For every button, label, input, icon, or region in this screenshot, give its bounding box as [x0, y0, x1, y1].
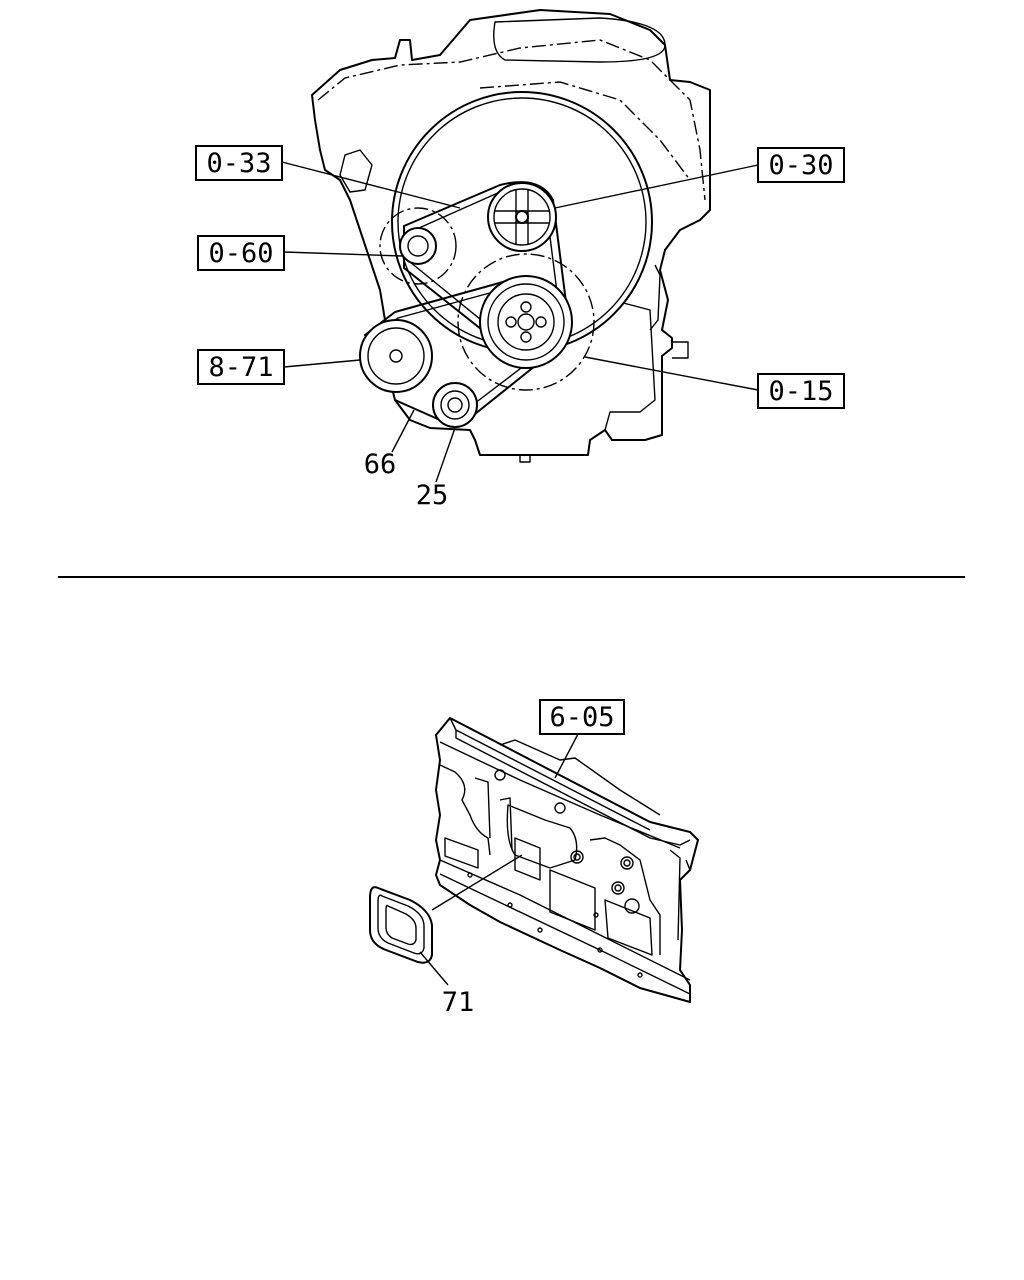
callout-label: 0-15	[768, 376, 833, 407]
panel-recess	[444, 837, 479, 869]
grommet-seal-core	[385, 904, 417, 946]
panel-rivet	[637, 972, 643, 978]
crank-bolt	[505, 316, 517, 328]
panel-top-flange	[449, 717, 691, 846]
engine-hidden-edge-2	[479, 81, 691, 181]
alternator-pulley-rim	[367, 327, 425, 385]
fan-pulley-center	[515, 210, 529, 224]
callout-0-15[interactable]: 0-15	[757, 373, 845, 409]
crank-pulley-rim	[487, 283, 565, 361]
crank-bolt	[520, 331, 532, 343]
engine-bracket	[649, 264, 661, 331]
panel-right-edge	[669, 849, 691, 941]
alternator-pulley	[359, 319, 433, 393]
engine-view: 0-33 0-30 0-60 8-71 0-15 66 25	[195, 9, 845, 511]
crank-pulley	[479, 275, 573, 369]
callout-label: 0-60	[208, 238, 273, 269]
callout-label: 8-71	[208, 352, 273, 383]
crank-bolt	[535, 316, 547, 328]
panel-upper-window	[506, 804, 578, 869]
panel-hole	[494, 769, 506, 781]
panel-boss	[624, 898, 640, 914]
crank-pulley-hub	[497, 293, 555, 351]
panel-outline	[435, 717, 699, 1003]
tension-pulley-center	[447, 397, 463, 413]
panel-rivet	[467, 872, 473, 878]
grommet-seal-inner	[377, 894, 425, 955]
panel-pillar	[474, 777, 513, 851]
part-number-25[interactable]: 25	[416, 480, 449, 511]
callout-label: 6-05	[549, 702, 614, 733]
oil-pan-stub	[519, 455, 531, 463]
callout-6-05[interactable]: 6-05	[539, 699, 625, 735]
callout-0-33[interactable]: 0-33	[195, 145, 283, 181]
panel-rivet	[507, 902, 513, 908]
part-number-71[interactable]: 71	[442, 987, 475, 1018]
panel-nut-center	[614, 884, 622, 892]
panel-view: 6-05 71	[369, 699, 699, 1018]
engine-hidden-edge	[317, 39, 706, 201]
callout-label: 0-33	[206, 148, 271, 179]
engine-outline	[311, 9, 711, 456]
engine-top-cover	[493, 17, 666, 63]
panel-rivet	[593, 912, 599, 918]
panel-rail	[439, 739, 681, 849]
engine-stud	[672, 341, 689, 359]
panel-rivet	[537, 927, 543, 933]
alternator-pulley-center	[389, 349, 403, 363]
callout-0-60[interactable]: 0-60	[197, 235, 285, 271]
idler-pulley	[399, 227, 437, 265]
engine-leader-lines	[281, 161, 759, 483]
panel-leader-lines	[419, 733, 579, 986]
panel-nut	[620, 856, 634, 870]
panel-hole	[554, 802, 566, 814]
panel-nut-center	[623, 859, 631, 867]
callout-0-30[interactable]: 0-30	[757, 147, 845, 183]
idler-pulley-hub	[407, 235, 429, 257]
part-number-66[interactable]: 66	[364, 449, 397, 480]
engine-left-bracket	[339, 149, 373, 193]
panel-bottom-rail	[439, 859, 691, 995]
grommet-seal	[369, 886, 433, 964]
panel-rivet	[597, 947, 603, 953]
callout-label: 0-30	[768, 150, 833, 181]
callout-8-71[interactable]: 8-71	[197, 349, 285, 385]
crank-bolt	[520, 301, 532, 313]
tension-pulley	[432, 382, 478, 428]
panel-right-pillar	[589, 837, 661, 955]
fan-pulley-rim	[493, 188, 551, 246]
tension-pulley-rim	[440, 390, 470, 420]
panel-left-cutout	[439, 764, 491, 856]
crank-pulley-center	[517, 313, 535, 331]
panel-opening-c	[604, 899, 653, 956]
crank-body-hidden	[457, 253, 595, 391]
idler-body-hidden	[379, 207, 457, 285]
panel-nut-center	[573, 853, 581, 861]
panel-nut	[570, 850, 584, 864]
panel-nut	[611, 881, 625, 895]
panel-opening-b	[549, 869, 596, 931]
